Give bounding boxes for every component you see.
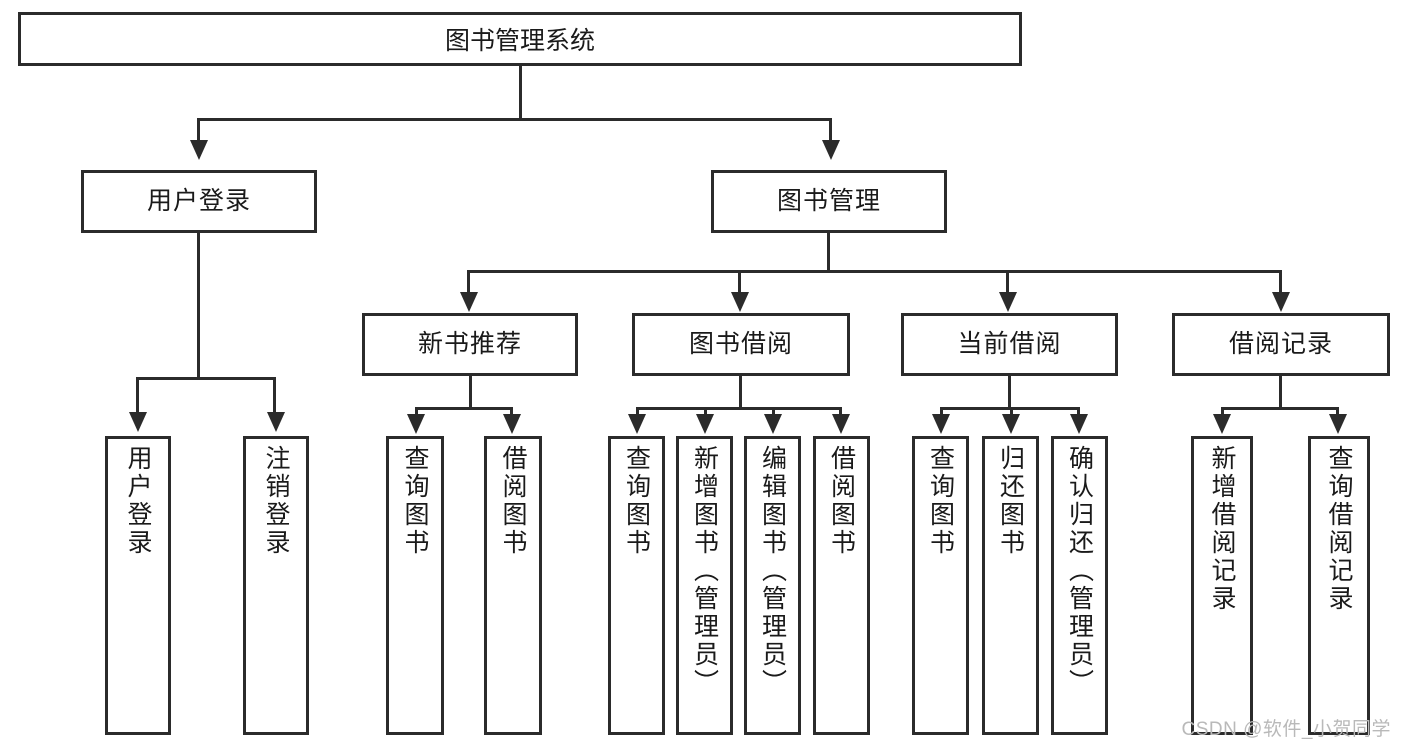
node-label: 查询图书 — [926, 445, 955, 557]
node-label: 新书推荐 — [417, 329, 522, 358]
arrow-to-leaf-user-login — [129, 412, 147, 432]
connector-record-drop-2 — [1336, 407, 1339, 416]
node-label: 借阅图书 — [827, 445, 856, 557]
connector-user-login-stem — [197, 233, 200, 377]
connector-record-stem — [1279, 376, 1282, 407]
node-label: 查询图书 — [401, 445, 429, 557]
node-label: 图书管理系统 — [444, 27, 595, 55]
connector-current-drop-1 — [940, 407, 943, 416]
arrow-to-leaf-borrow-book-2 — [832, 414, 850, 434]
node-current-borrow[interactable]: 当前借阅 — [901, 313, 1118, 376]
connector-book-management-stem — [827, 233, 830, 270]
arrow-to-current-borrow — [999, 292, 1017, 312]
node-label: 查询借阅记录 — [1325, 445, 1353, 613]
connector-current-drop-3 — [1077, 407, 1080, 416]
leaf-node-query-book-current[interactable]: 查询图书 — [912, 436, 969, 735]
arrow-to-book-manage — [822, 140, 840, 160]
arrow-to-leaf-add-book — [696, 414, 714, 434]
connector-user-login-bus — [136, 377, 276, 380]
arrow-to-leaf-query-book-3 — [932, 414, 950, 434]
connector-borrow-stem — [739, 376, 742, 407]
node-label: 用户登录 — [124, 445, 152, 557]
connector-recommend-drop-1 — [415, 407, 418, 416]
node-label: 查询图书 — [622, 445, 651, 557]
arrow-to-leaf-logout — [267, 412, 285, 432]
leaf-node-query-book-recommend[interactable]: 查询图书 — [386, 436, 444, 735]
leaf-node-edit-book-admin[interactable]: 编辑图书（管理员） — [744, 436, 801, 735]
arrow-to-leaf-add-record — [1213, 414, 1231, 434]
connector-level2-bus — [197, 118, 832, 121]
connector-borrow-drop-3 — [772, 407, 775, 416]
arrow-to-user-login — [190, 140, 208, 160]
leaf-node-return-book[interactable]: 归还图书 — [982, 436, 1039, 735]
connector-current-stem — [1008, 376, 1011, 407]
node-root-system[interactable]: 图书管理系统 — [18, 12, 1022, 66]
arrow-to-leaf-query-book-1 — [407, 414, 425, 434]
arrow-to-new-book-recommend — [460, 292, 478, 312]
connector-borrow-drop-1 — [636, 407, 639, 416]
connector-user-login-drop-2 — [273, 377, 276, 414]
leaf-node-query-borrow-record[interactable]: 查询借阅记录 — [1308, 436, 1370, 735]
connector-record-drop-1 — [1221, 407, 1224, 416]
connector-level3-bus — [467, 270, 1282, 273]
node-label: 用户登录 — [146, 186, 251, 215]
node-borrow-record[interactable]: 借阅记录 — [1172, 313, 1390, 376]
connector-borrow-drop-4 — [839, 407, 842, 416]
node-label: 借阅图书 — [499, 445, 527, 557]
connector-level3-drop-2 — [738, 270, 741, 294]
connector-borrow-drop-2 — [704, 407, 707, 416]
arrow-to-leaf-return-book — [1002, 414, 1020, 434]
connector-user-login-drop-1 — [136, 377, 139, 414]
connector-recommend-drop-2 — [510, 407, 513, 416]
connector-level2-drop-left — [197, 118, 200, 142]
node-label: 注销登录 — [262, 445, 290, 557]
arrow-to-leaf-borrow-book-1 — [503, 414, 521, 434]
leaf-node-query-book-borrow[interactable]: 查询图书 — [608, 436, 665, 735]
connector-current-drop-2 — [1010, 407, 1013, 416]
arrow-to-borrow-record — [1272, 292, 1290, 312]
node-label: 图书借阅 — [688, 329, 793, 358]
connector-borrow-bus — [636, 407, 842, 410]
connector-level3-drop-4 — [1279, 270, 1282, 294]
leaf-node-logout[interactable]: 注销登录 — [243, 436, 309, 735]
node-label: 当前借阅 — [957, 329, 1062, 358]
node-book-borrow[interactable]: 图书借阅 — [632, 313, 850, 376]
csdn-watermark: CSDN @软件_小贺同学 — [1181, 719, 1391, 740]
node-user-login[interactable]: 用户登录 — [81, 170, 317, 233]
connector-recommend-bus — [415, 407, 513, 410]
node-label: 借阅记录 — [1228, 329, 1333, 358]
node-new-book-recommend[interactable]: 新书推荐 — [362, 313, 578, 376]
leaf-node-add-book-admin[interactable]: 新增图书（管理员） — [676, 436, 733, 735]
node-book-management[interactable]: 图书管理 — [711, 170, 947, 233]
connector-level3-drop-3 — [1006, 270, 1009, 294]
connector-record-bus — [1221, 407, 1339, 410]
arrow-to-leaf-query-record — [1329, 414, 1347, 434]
node-label: 编辑图书（管理员） — [758, 445, 787, 697]
node-label: 确认归还（管理员） — [1065, 445, 1094, 697]
leaf-node-add-borrow-record[interactable]: 新增借阅记录 — [1191, 436, 1253, 735]
connector-recommend-stem — [469, 376, 472, 407]
leaf-node-borrow-book-recommend[interactable]: 借阅图书 — [484, 436, 542, 735]
connector-level3-drop-1 — [467, 270, 470, 294]
arrow-to-leaf-edit-book — [764, 414, 782, 434]
connector-level2-drop-right — [829, 118, 832, 142]
leaf-node-user-login[interactable]: 用户登录 — [105, 436, 171, 735]
arrow-to-book-borrow — [731, 292, 749, 312]
node-label: 图书管理 — [776, 186, 881, 215]
arrow-to-leaf-query-book-2 — [628, 414, 646, 434]
leaf-node-confirm-return-admin[interactable]: 确认归还（管理员） — [1051, 436, 1108, 735]
connector-root-stem — [519, 66, 522, 118]
node-label: 新增借阅记录 — [1208, 445, 1236, 613]
node-label: 新增图书（管理员） — [690, 445, 719, 697]
leaf-node-borrow-book[interactable]: 借阅图书 — [813, 436, 870, 735]
node-label: 归还图书 — [996, 445, 1025, 557]
arrow-to-leaf-confirm-return — [1070, 414, 1088, 434]
